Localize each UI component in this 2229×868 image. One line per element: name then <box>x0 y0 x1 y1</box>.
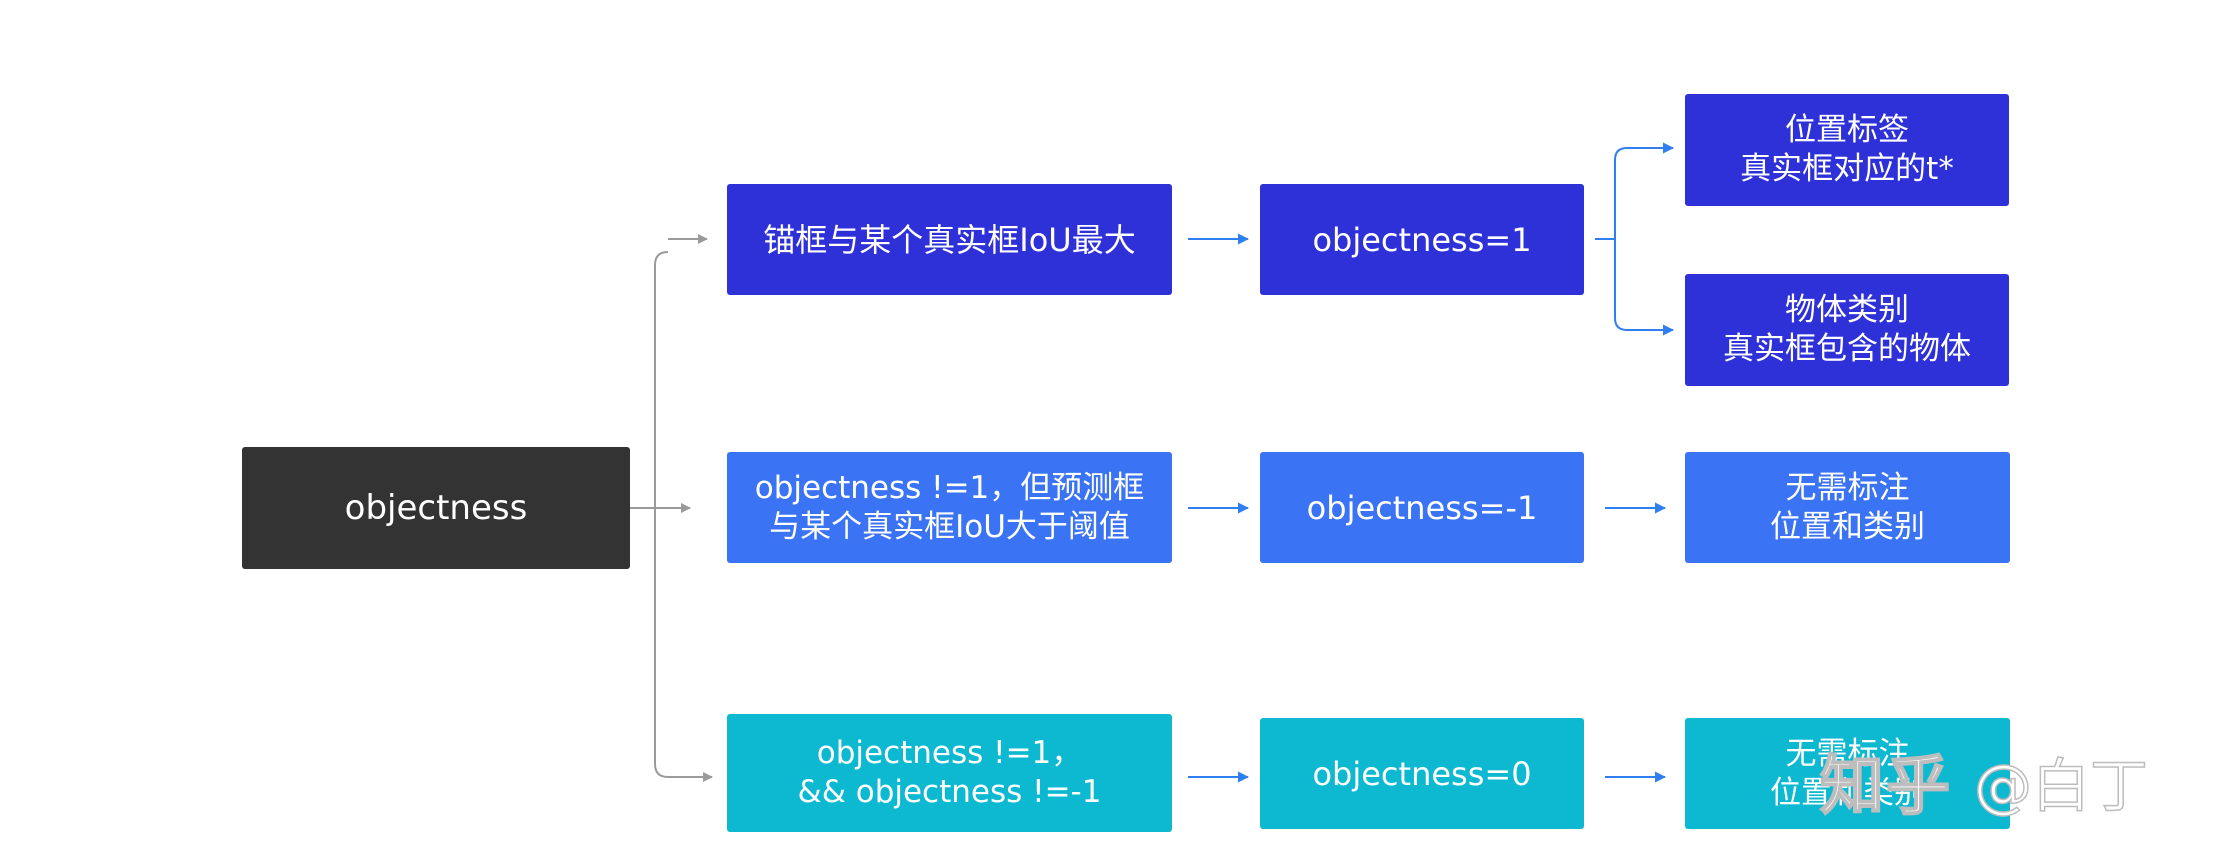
outcome-line: 位置和类别 <box>1770 508 1925 545</box>
outcome-line: 无需标注 <box>1785 469 1910 506</box>
root-node: objectness <box>242 447 630 569</box>
outcome-line: 真实框对应的t* <box>1740 151 1954 187</box>
condition-line: objectness !=1，但预测框 <box>754 469 1145 506</box>
row1-condition-box: 锚框与某个真实框IoU最大 <box>727 184 1172 295</box>
row1-outcome-position-box: 位置标签 真实框对应的t* <box>1685 94 2009 206</box>
outcome-line: 物体类别 <box>1785 292 1909 329</box>
row1-split-trunk <box>1614 147 1628 331</box>
row3-outcome-box: 无需标注 位置和类别 <box>1685 718 2010 829</box>
row1-result-box: objectness=1 <box>1260 184 1584 295</box>
row3-result-box: objectness=0 <box>1260 718 1584 829</box>
row2-outcome-box: 无需标注 位置和类别 <box>1685 452 2010 563</box>
row2-condition-box: objectness !=1，但预测框 与某个真实框IoU大于阈值 <box>727 452 1172 563</box>
row3-condition-box: objectness !=1， && objectness !=-1 <box>727 714 1172 832</box>
outcome-line: 位置和类别 <box>1770 774 1925 811</box>
condition-line: 与某个真实框IoU大于阈值 <box>769 508 1130 545</box>
outcome-line: 真实框包含的物体 <box>1723 331 1971 367</box>
outcome-line: 无需标注 <box>1785 735 1910 772</box>
row1-outcome-class-box: 物体类别 真实框包含的物体 <box>1685 274 2009 386</box>
row3-result-label: objectness=0 <box>1312 754 1532 793</box>
row1-result-label: objectness=1 <box>1312 220 1532 259</box>
row2-result-label: objectness=-1 <box>1306 488 1538 527</box>
outcome-line: 位置标签 <box>1785 112 1909 149</box>
row1-condition-line: 锚框与某个真实框IoU最大 <box>763 220 1136 259</box>
condition-line: objectness !=1， <box>816 735 1083 772</box>
row2-result-box: objectness=-1 <box>1260 452 1584 563</box>
branch-trunk <box>654 251 669 778</box>
condition-line: && objectness !=-1 <box>797 774 1102 810</box>
root-label: objectness <box>344 487 528 528</box>
